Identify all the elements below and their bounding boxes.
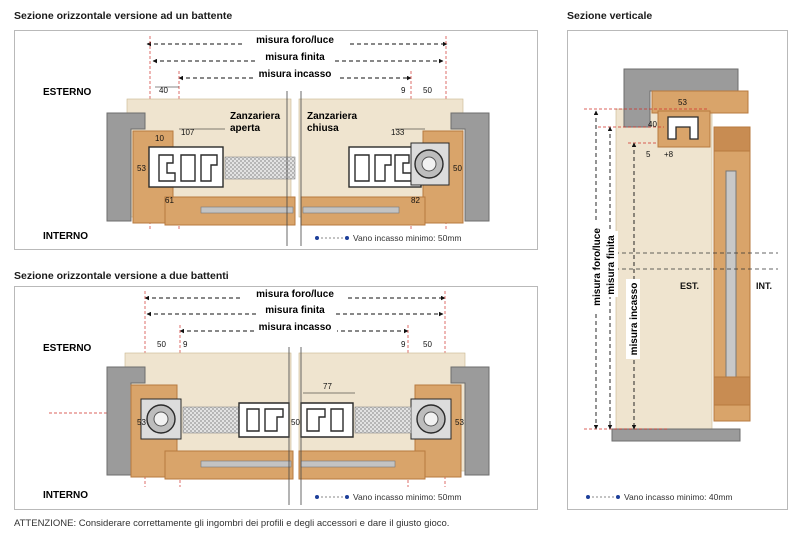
num-82: 82 bbox=[411, 196, 420, 205]
wall-right-2 bbox=[450, 366, 490, 476]
num-9: 9 bbox=[401, 86, 406, 95]
title-vertical: Sezione verticale bbox=[567, 10, 653, 22]
dim-label-incasso-vertical: misura incasso bbox=[629, 283, 640, 356]
num-50-left: 50 bbox=[157, 340, 166, 349]
label-est: EST. bbox=[680, 281, 699, 291]
dim-label-incasso-2: misura incasso bbox=[259, 322, 332, 333]
num-5-vertical: 5 bbox=[646, 150, 651, 159]
label-zanzariera-aperta-2: aperta bbox=[230, 123, 260, 134]
num-53: 53 bbox=[137, 418, 146, 427]
num-53: 53 bbox=[137, 164, 146, 173]
dim-label-finita-2: misura finita bbox=[265, 305, 325, 316]
wall-left-2 bbox=[106, 366, 146, 476]
wall-right bbox=[450, 112, 490, 222]
label-zanzariera-aperta-1: Zanzariera bbox=[230, 111, 280, 122]
dim-label-foro: misura foro/luce bbox=[256, 35, 334, 46]
num-50b: 50 bbox=[453, 164, 462, 173]
frame-top bbox=[651, 90, 749, 114]
wall-left bbox=[106, 112, 146, 222]
mesh-right bbox=[354, 406, 412, 434]
label-interno-2: INTERNO bbox=[43, 490, 88, 501]
center-profiles bbox=[238, 402, 354, 438]
num-61: 61 bbox=[165, 196, 174, 205]
num-77: 77 bbox=[323, 382, 332, 391]
note-vano-single: Vano incasso minimo: 50mm bbox=[353, 233, 462, 243]
num-133: 133 bbox=[391, 128, 405, 137]
label-interno: INTERNO bbox=[43, 231, 88, 242]
dim-label-finita: misura finita bbox=[265, 52, 325, 63]
label-zanzariera-chiusa-2: chiusa bbox=[307, 123, 339, 134]
diagram-single-leaf: misura foro/luce misura finita misura in… bbox=[43, 33, 490, 246]
profile-right bbox=[348, 146, 422, 188]
head-profile bbox=[667, 116, 699, 140]
panel-double-leaf: misura foro/luce misura finita misura in… bbox=[14, 286, 538, 510]
title-single-leaf: Sezione orizzontale versione ad un batte… bbox=[14, 10, 233, 22]
label-esterno: ESTERNO bbox=[43, 87, 92, 98]
mesh-left bbox=[182, 406, 240, 434]
num-40-vertical: 40 bbox=[648, 120, 657, 129]
num-50a: 50 bbox=[423, 86, 432, 95]
title-double-leaf: Sezione orizzontale versione a due batte… bbox=[14, 270, 229, 282]
panel-vertical: misura foro/luce misura finita misura in… bbox=[567, 30, 788, 510]
note-vano-double: Vano incasso minimo: 50mm bbox=[353, 492, 462, 502]
num-9-left: 9 bbox=[183, 340, 188, 349]
num-50-right: 50 bbox=[423, 340, 432, 349]
label-zanzariera-chiusa-1: Zanzariera bbox=[307, 111, 357, 122]
profile-left bbox=[148, 146, 224, 188]
glass-strip bbox=[725, 170, 737, 402]
mesh-roll-open bbox=[224, 156, 296, 180]
dim-label-incasso: misura incasso bbox=[259, 69, 332, 80]
num-10: 10 bbox=[155, 134, 164, 143]
label-int: INT. bbox=[756, 281, 772, 291]
diagram-vertical: misura foro/luce misura finita misura in… bbox=[584, 68, 778, 502]
dim-label-foro-vertical: misura foro/luce bbox=[592, 228, 603, 306]
num-8-vertical: +8 bbox=[664, 150, 674, 159]
num-50-center: 50 bbox=[291, 418, 300, 427]
wall-bottom bbox=[611, 428, 741, 442]
num-53-right: 53 bbox=[455, 418, 464, 427]
num-40: 40 bbox=[159, 86, 168, 95]
note-vano-vertical: Vano incasso minimo: 40mm bbox=[624, 492, 733, 502]
diagram-double-leaf: misura foro/luce misura finita misura in… bbox=[43, 287, 490, 505]
num-9-right: 9 bbox=[401, 340, 406, 349]
num-107: 107 bbox=[181, 128, 195, 137]
dim-label-finita-vertical: misura finita bbox=[606, 235, 617, 295]
label-esterno-2: ESTERNO bbox=[43, 343, 92, 354]
num-53-vertical: 53 bbox=[678, 98, 687, 107]
panel-single-leaf: misura foro/luce misura finita misura in… bbox=[14, 30, 538, 250]
dim-label-foro-2: misura foro/luce bbox=[256, 289, 334, 300]
head-box bbox=[657, 110, 711, 148]
footer-warning: ATTENZIONE: Considerare correttamente gl… bbox=[14, 518, 450, 529]
